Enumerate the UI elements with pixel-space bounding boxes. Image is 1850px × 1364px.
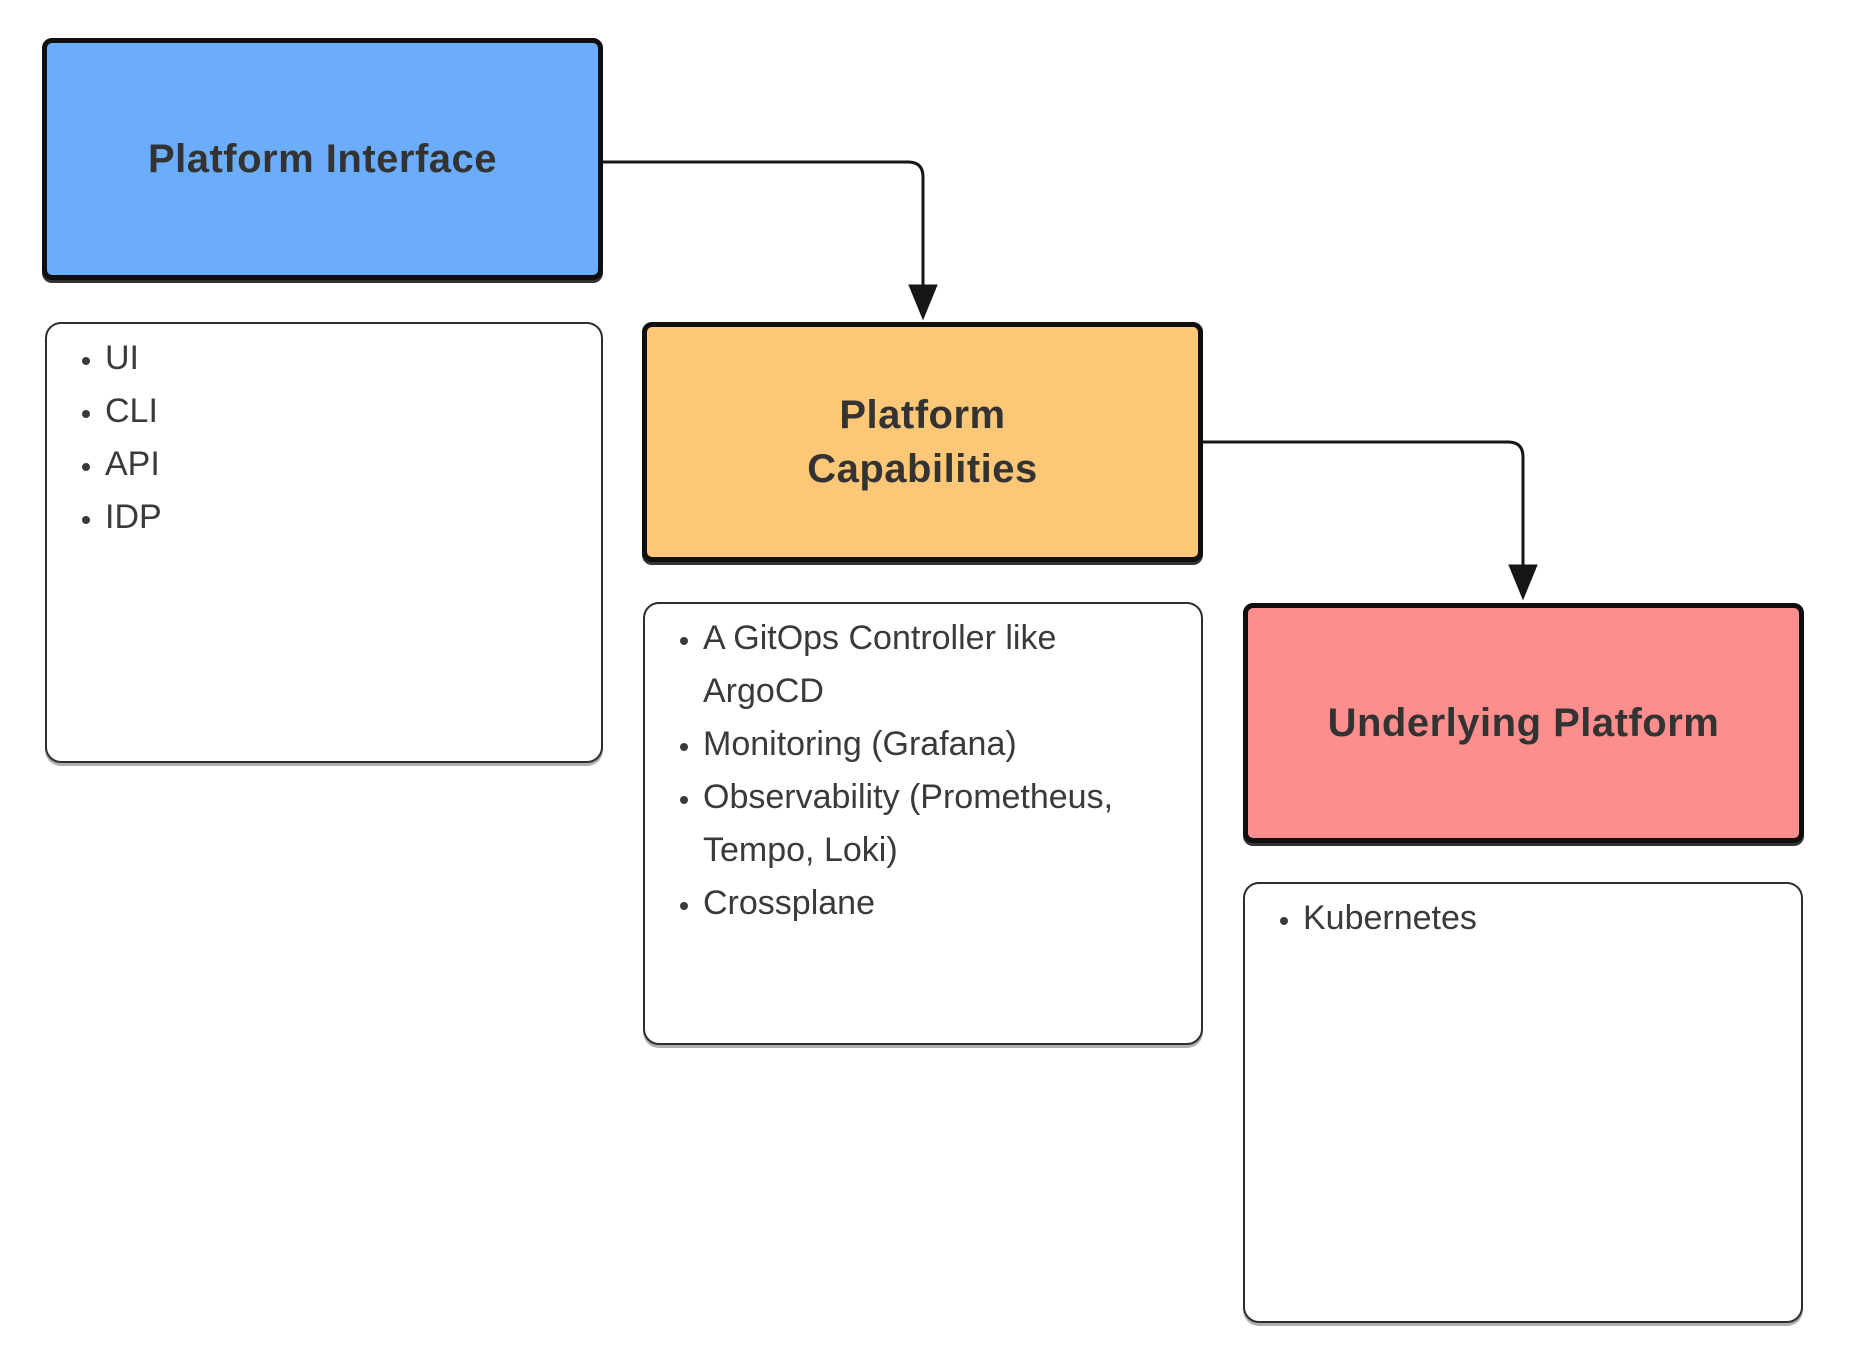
list-item: IDP	[105, 491, 577, 544]
platform-interface-items: UICLIAPIIDP	[47, 324, 601, 552]
platform-capabilities-items: A GitOps Controller like ArgoCDMonitorin…	[645, 604, 1201, 938]
list-item: Kubernetes	[1303, 892, 1777, 945]
platform-interface-box: Platform Interface	[42, 38, 603, 280]
list-item: A GitOps Controller like ArgoCD	[703, 612, 1177, 718]
list-item: Monitoring (Grafana)	[703, 718, 1177, 771]
list-item: Crossplane	[703, 877, 1177, 930]
list-item: Observability (Prometheus, Tempo, Loki)	[703, 771, 1177, 877]
list-item: UI	[105, 332, 577, 385]
underlying-platform-items: Kubernetes	[1245, 884, 1801, 953]
platform-capabilities-label: Platform Capabilities	[807, 393, 1038, 491]
underlying-platform-list-box: Kubernetes	[1243, 882, 1803, 1323]
platform-capabilities-list-box: A GitOps Controller like ArgoCDMonitorin…	[643, 602, 1203, 1045]
list-item: CLI	[105, 385, 577, 438]
platform-capabilities-box: Platform Capabilities	[642, 322, 1203, 562]
underlying-platform-label: Underlying Platform	[1327, 701, 1720, 745]
connector-arrow-capabilities-to-underlying	[1203, 440, 1525, 566]
platform-interface-list-box: UICLIAPIIDP	[45, 322, 603, 763]
list-item: API	[105, 438, 577, 491]
platform-interface-label: Platform Interface	[147, 137, 498, 181]
arrowhead-down-icon	[908, 284, 938, 321]
underlying-platform-box: Underlying Platform	[1243, 603, 1804, 843]
connector-arrow-interface-to-capabilities	[603, 160, 925, 286]
arrowhead-down-icon	[1508, 564, 1538, 601]
